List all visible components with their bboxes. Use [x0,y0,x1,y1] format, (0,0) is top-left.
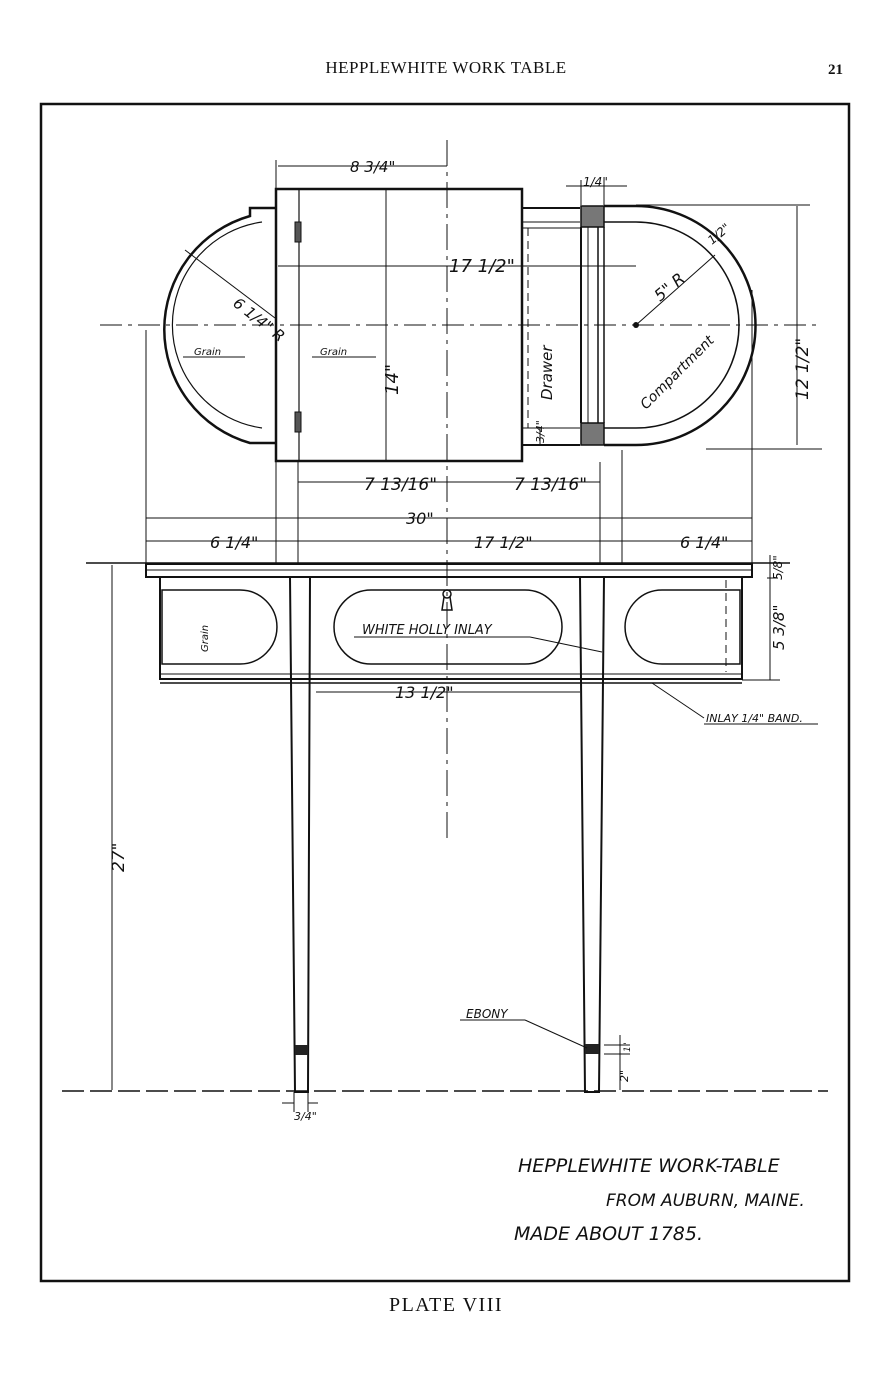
dim-gap-3-4: 3/4" [534,420,547,443]
dim-end-left: 6 1/4" [210,533,258,552]
dim-top-thickness: 5/8" [771,555,785,580]
apron [159,576,743,680]
compartment-outline [604,204,757,447]
dim-radius-left: 6 1/4" R [230,294,289,345]
dim-apron-height: 5 3/8" [770,605,788,650]
caption-line-3: MADE ABOUT 1785. [514,1223,703,1245]
plate-caption: PLATE VIII [388,1294,504,1316]
label-grain-apron: Grain [200,625,211,652]
dim-foot: 3/4" [294,1110,317,1123]
dim-post: 1/4" [583,175,608,189]
elevation-view: WHITE HOLLY INLAY INLAY 1/4" BAND. EBONY… [62,555,828,1123]
radius-line-left [184,249,276,319]
leg-left [288,576,312,1093]
caption-line-1: HEPPLEWHITE WORK-TABLE [518,1155,780,1177]
plate-frame [39,102,851,1283]
leg-right [578,576,606,1093]
page-number: 21 [828,62,843,78]
running-head: HEPPLEWHITE WORK TABLE [325,58,567,77]
label-drawer: Drawer [538,345,556,400]
dim-half-left: 7 13/16" [364,475,437,495]
dim-top-width: 8 3/4" [350,158,395,176]
dim-end-right: 6 1/4" [680,533,728,552]
radius-line-right [635,254,716,326]
post-top [580,205,605,228]
caption-line-2: FROM AUBURN, MAINE. [606,1191,805,1211]
dim-ebony-1: 1" [623,1042,633,1052]
plan-center-box [274,187,524,463]
inlay-panel-left [161,589,278,665]
dim-height-27: 27" [109,843,129,872]
label-grain-left: Grain [194,347,221,358]
inlay-panel-right [624,589,741,665]
dim-length-top: 17 1/2" [449,256,515,277]
dim-between-legs: 13 1/2" [395,683,454,702]
dim-depth-12: 12 1/2" [793,338,813,400]
dim-rim: 1/2" [705,221,733,248]
plan-view: 8 3/4" 1/4" 17 1/2" 6 1/4" R 5" R 1/2" 1… [100,140,822,840]
dim-ebony-2: 2" [618,1070,631,1082]
dim-half-right: 7 13/16" [514,475,587,495]
hinge-top [294,221,302,243]
hinge-bottom [294,411,302,433]
label-inlay-band: INLAY 1/4" BAND. [706,712,803,725]
drawing-caption: HEPPLEWHITE WORK-TABLE FROM AUBURN, MAIN… [514,1155,805,1245]
post-bottom [580,422,605,446]
dim-height-14: 14" [382,364,403,395]
ebony-cuff-right [585,1044,599,1054]
label-grain-center: Grain [320,347,347,358]
ebony-cuff-left [295,1045,308,1055]
dim-radius-right: 5" R [650,269,688,305]
label-white-holly-inlay: WHITE HOLLY INLAY [362,623,493,638]
dim-center-17: 17 1/2" [474,533,533,552]
label-ebony: EBONY [466,1007,509,1021]
dim-overall-30: 30" [406,509,434,528]
